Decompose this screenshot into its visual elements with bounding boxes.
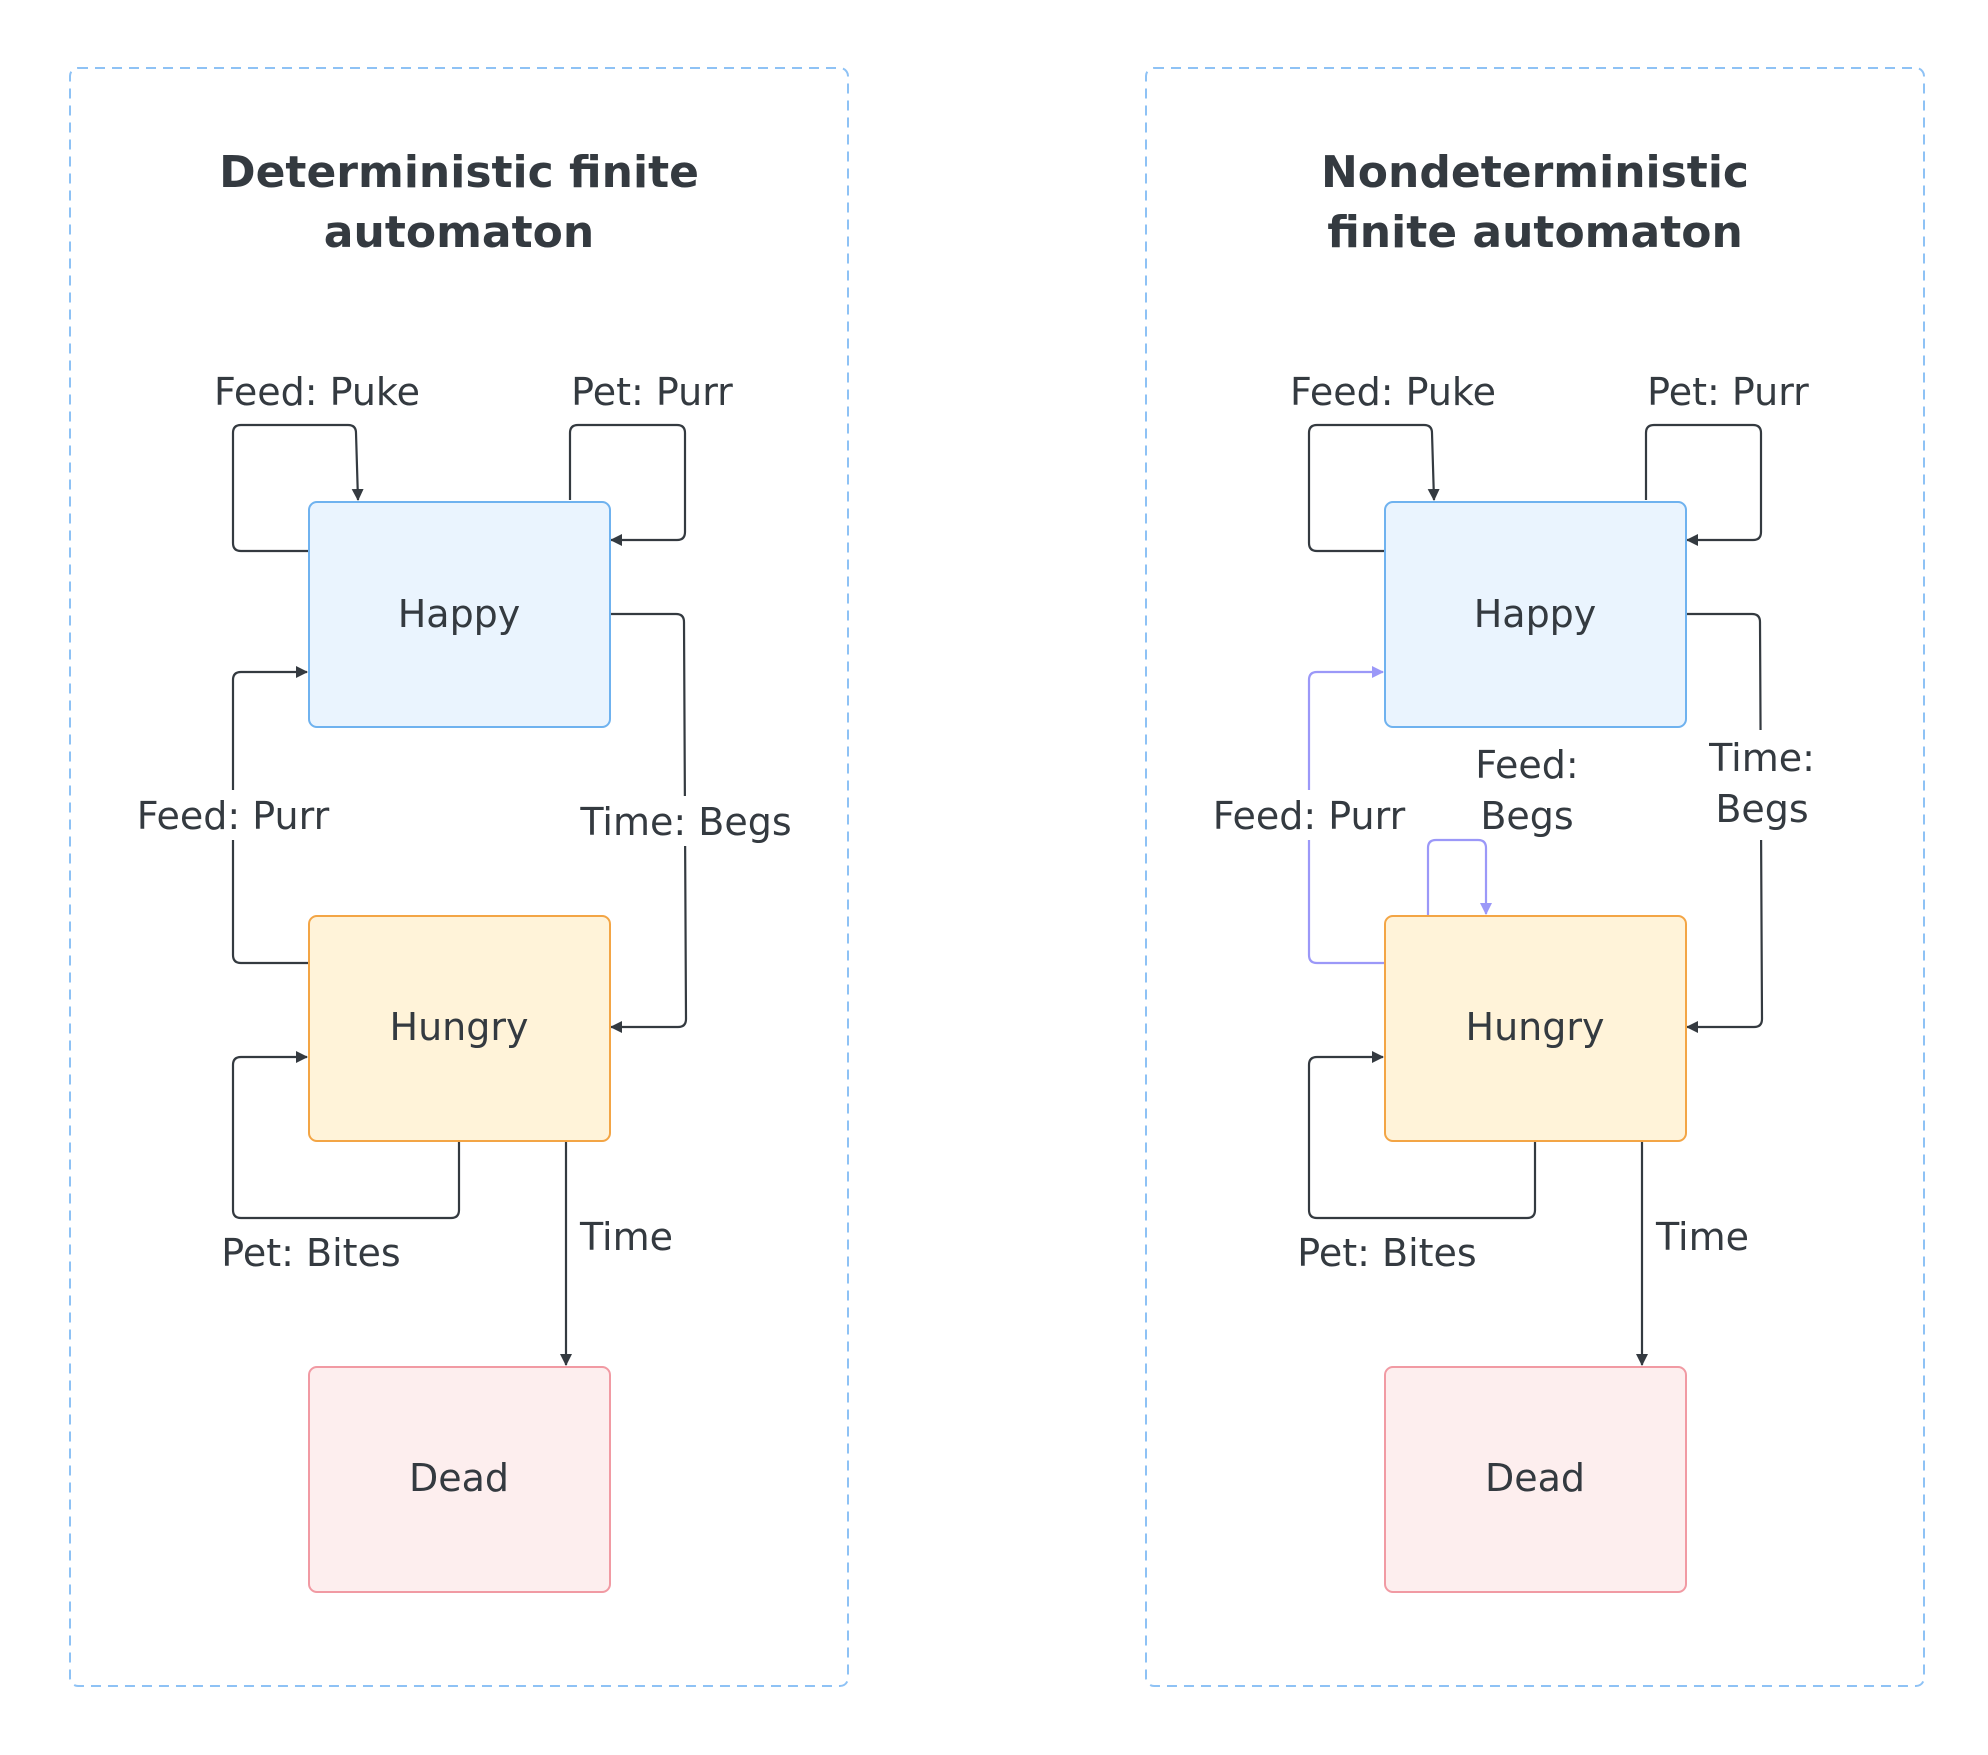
nfa-state-happy-label: Happy xyxy=(1474,592,1597,636)
dfa-state-dead: Dead xyxy=(308,1366,611,1593)
nfa-label-pet-purr: Pet: Purr xyxy=(1647,370,1809,414)
dfa-edge-feed-puke xyxy=(231,423,364,553)
nfa-title-line-1: Nondeterministic xyxy=(1321,147,1749,198)
nfa-label-feed-puke: Feed: Puke xyxy=(1290,370,1496,414)
nfa-state-dead-label: Dead xyxy=(1485,1456,1585,1500)
dfa-label-time-begs: Time: Begs xyxy=(579,800,791,844)
nfa-panel-frame xyxy=(1145,67,1925,1687)
dfa-state-happy: Happy xyxy=(308,501,611,728)
nfa-label-time-begs-bg xyxy=(1712,730,1812,840)
dfa-state-happy-label: Happy xyxy=(398,592,521,636)
nfa-edge-pet-bites xyxy=(1307,1051,1537,1220)
nfa-edge-feed-puke xyxy=(1307,423,1440,553)
dfa-title-line-1: Deterministic finite xyxy=(219,147,699,198)
nfa-label-time-begs-line-2: Begs xyxy=(1715,787,1808,831)
nfa-state-hungry-label: Hungry xyxy=(1466,1005,1605,1049)
dfa-panel: Deterministic finite automaton Happy Hun… xyxy=(69,67,849,1687)
nfa-title-line-2: finite automaton xyxy=(1327,207,1743,258)
nfa-label-time-begs-line-1: Time: xyxy=(1708,736,1815,780)
dfa-panel-frame xyxy=(69,67,849,1687)
nfa-state-happy: Happy xyxy=(1384,501,1687,728)
dfa-edge-pet-purr xyxy=(568,423,687,546)
dfa-edge-pet-bites xyxy=(231,1051,461,1220)
dfa-state-hungry-label: Hungry xyxy=(390,1005,529,1049)
dfa-state-hungry: Hungry xyxy=(308,915,611,1142)
nfa-label-feed-purr-bg xyxy=(1219,790,1399,840)
nfa-label-pet-bites: Pet: Bites xyxy=(1297,1231,1476,1275)
nfa-label-feed-begs-line-2: Begs xyxy=(1480,794,1573,838)
nfa-label-time: Time xyxy=(1655,1215,1749,1259)
dfa-label-time-begs-bg xyxy=(596,796,776,846)
nfa-panel: Nondeterministic finite automaton Happy … xyxy=(1145,67,1925,1687)
nfa-edge-pet-purr xyxy=(1644,423,1763,546)
dfa-state-dead-label: Dead xyxy=(409,1456,509,1500)
dfa-state-hungry-box xyxy=(308,915,611,1142)
dfa-state-happy-box xyxy=(308,501,611,728)
dfa-label-time: Time xyxy=(579,1215,673,1259)
nfa-state-hungry-box xyxy=(1384,915,1687,1142)
dfa-label-pet-purr: Pet: Purr xyxy=(571,370,733,414)
nfa-state-happy-box xyxy=(1384,501,1687,728)
nfa-edge-feed-begs xyxy=(1426,838,1492,916)
dfa-title-line-2: automaton xyxy=(324,207,594,258)
dfa-label-feed-purr-bg xyxy=(143,790,323,840)
dfa-label-feed-purr: Feed: Purr xyxy=(137,794,330,838)
nfa-state-hungry: Hungry xyxy=(1384,915,1687,1142)
nfa-label-feed-purr: Feed: Purr xyxy=(1213,794,1406,838)
dfa-label-feed-puke: Feed: Puke xyxy=(214,370,420,414)
dfa-label-pet-bites: Pet: Bites xyxy=(221,1231,400,1275)
dfa-state-dead-box xyxy=(308,1366,611,1593)
nfa-state-dead-box xyxy=(1384,1366,1687,1593)
nfa-state-dead: Dead xyxy=(1384,1366,1687,1593)
nfa-label-feed-begs-line-1: Feed: xyxy=(1475,743,1578,787)
